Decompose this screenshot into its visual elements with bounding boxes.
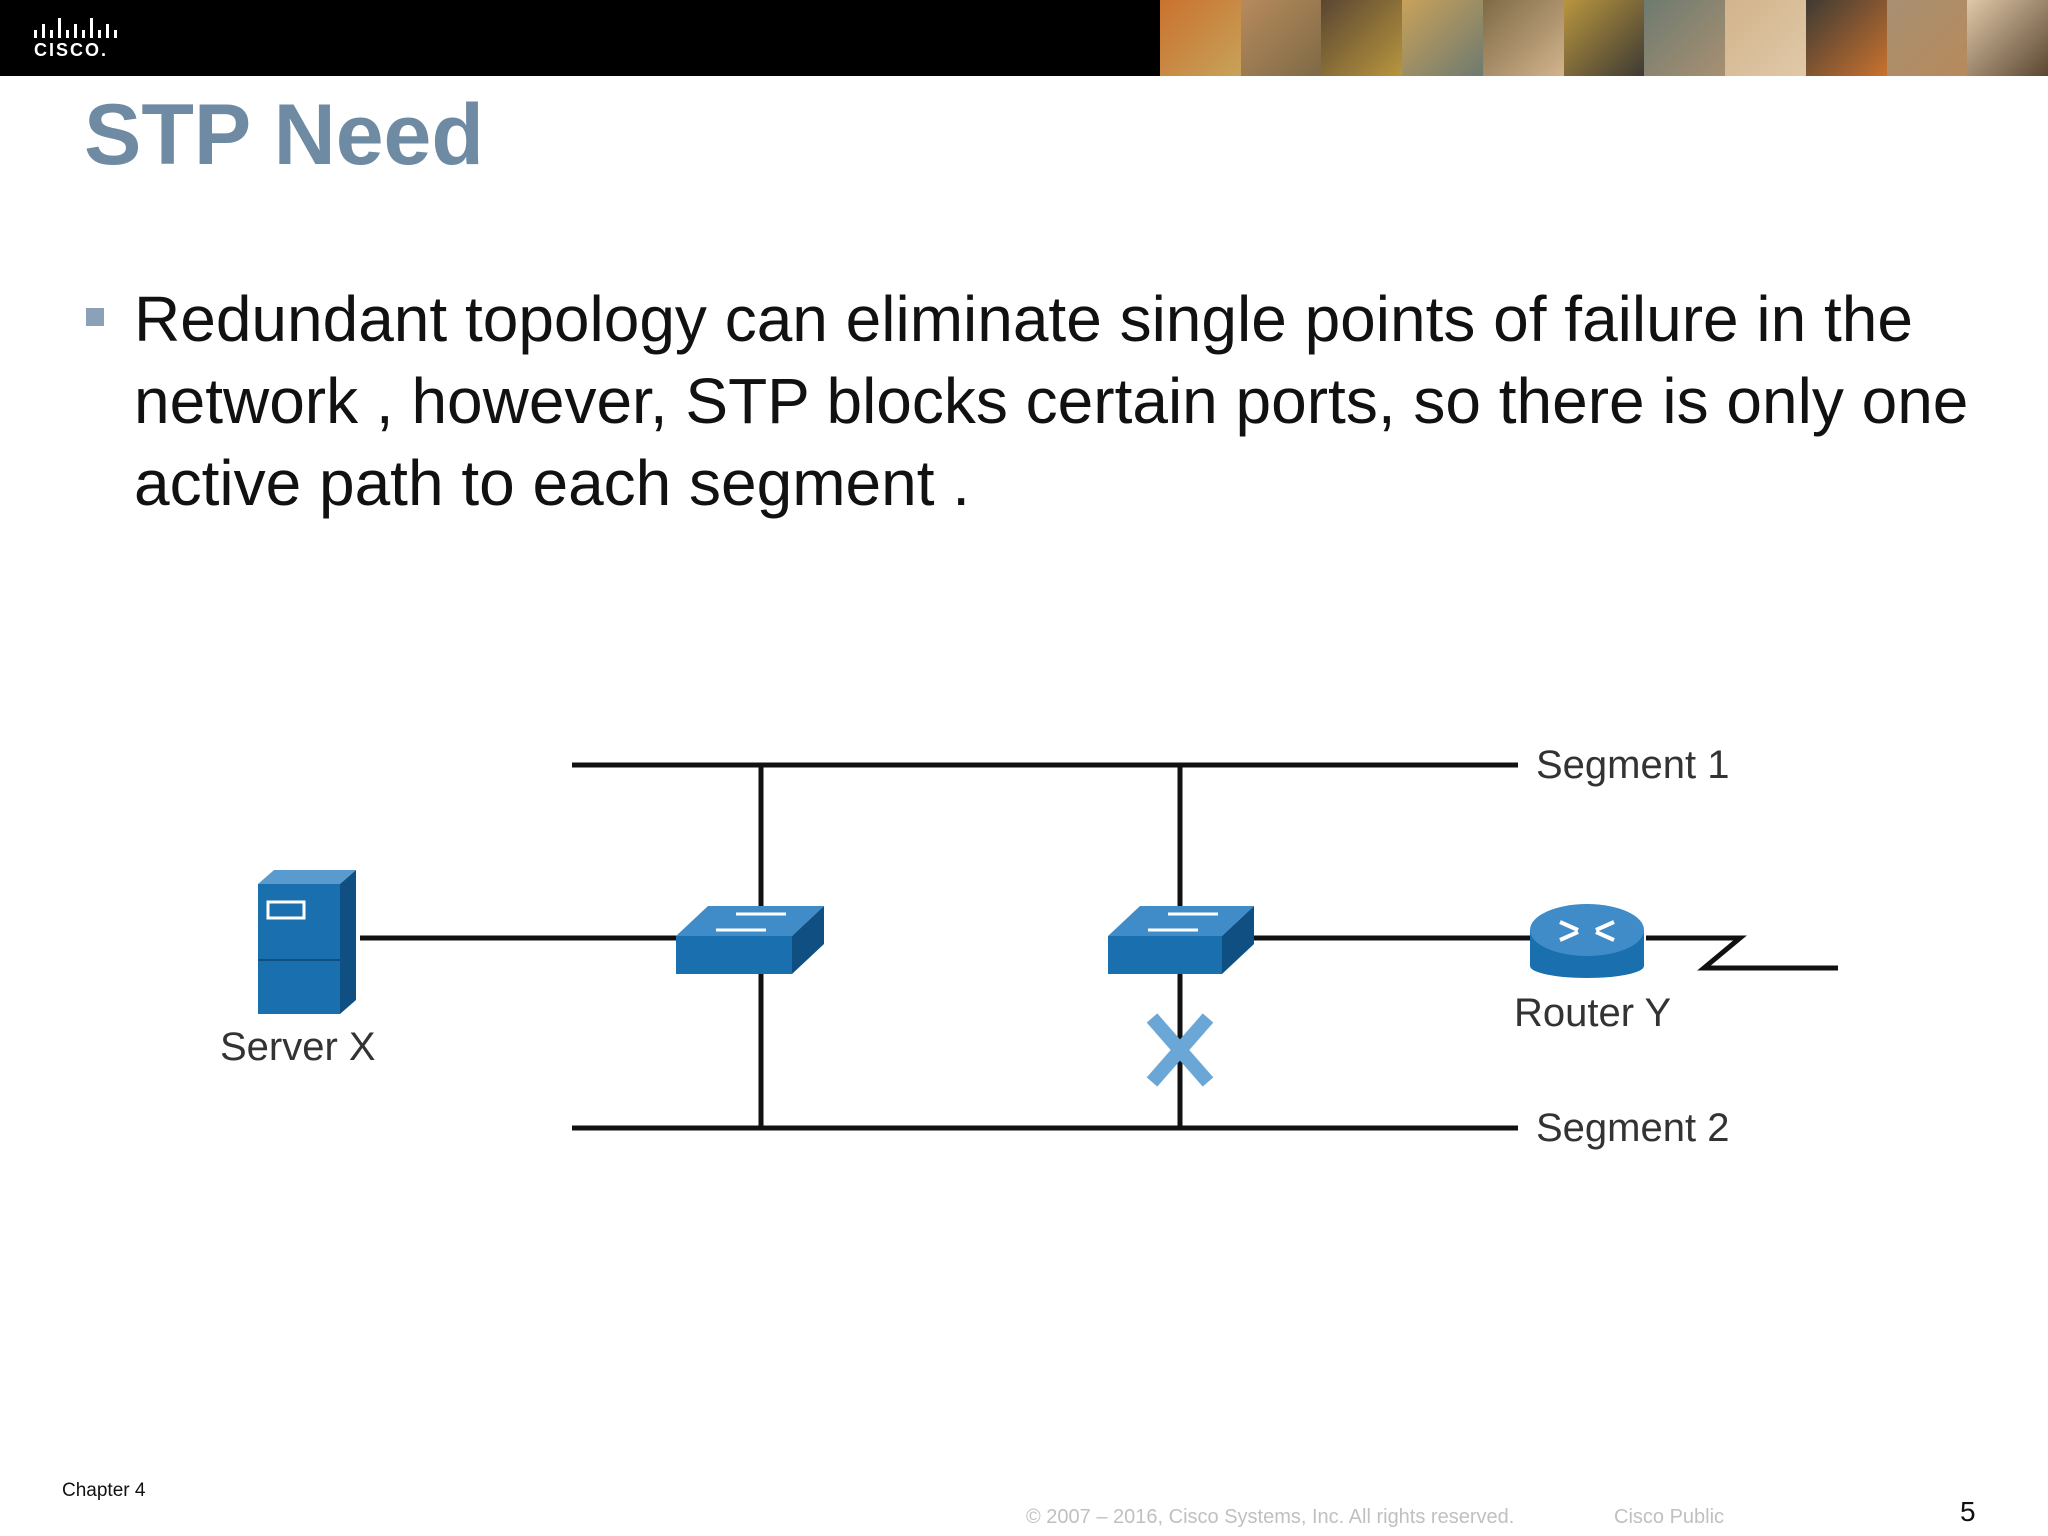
header-photo-strip <box>1160 0 2048 76</box>
footer-chapter: Chapter 4 <box>62 1480 146 1501</box>
cisco-logo-text: CISCO. <box>34 40 109 60</box>
switch-icon <box>676 906 824 974</box>
footer-classification: Cisco Public <box>1614 1506 1725 1528</box>
photo-tile <box>1644 0 1726 76</box>
photo-tile <box>1563 0 1645 76</box>
photo-tile <box>1321 0 1403 76</box>
photo-tile <box>1805 0 1887 76</box>
photo-tile <box>1967 0 2048 76</box>
server-label: Server X <box>220 1025 376 1069</box>
photo-tile <box>1482 0 1564 76</box>
header-bar: CISCO. <box>0 0 2048 76</box>
router-label: Router Y <box>1514 991 1671 1035</box>
wan-serial-link <box>1646 935 1838 971</box>
photo-tile <box>1725 0 1806 76</box>
footer-copyright: © 2007 – 2016, Cisco Systems, Inc. All r… <box>1026 1506 1515 1528</box>
blocked-port-x-icon <box>1146 1013 1214 1087</box>
bullet-marker-icon <box>86 308 104 326</box>
photo-tile <box>1402 0 1483 76</box>
router-icon <box>1530 904 1644 978</box>
segment-1-label: Segment 1 <box>1536 743 1729 787</box>
page-number: 5 <box>1960 1496 1976 1527</box>
switch-icon <box>1108 906 1254 974</box>
slide-title: STP Need <box>84 87 484 183</box>
photo-tile <box>1240 0 1322 76</box>
segment-2-label: Segment 2 <box>1536 1106 1729 1150</box>
photo-tile <box>1886 0 1968 76</box>
cisco-logo-icon <box>34 18 117 38</box>
bullet-text: Redundant topology can eliminate single … <box>134 283 1969 519</box>
photo-tile <box>1160 0 1241 76</box>
server-icon <box>258 870 356 1014</box>
